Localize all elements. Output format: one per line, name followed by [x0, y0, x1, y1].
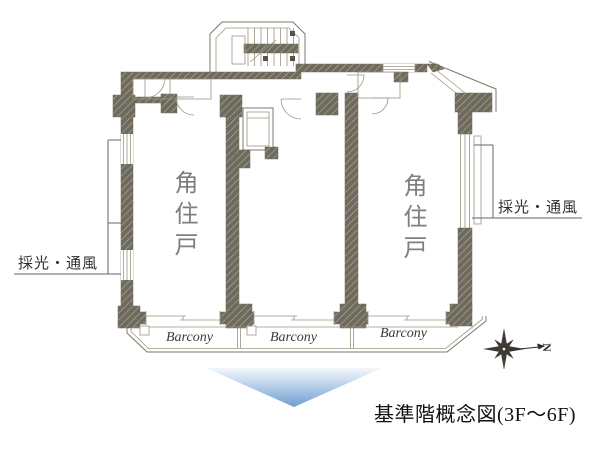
daylight-label-left: 採光・通風 — [18, 256, 99, 272]
compass-north-label: N — [539, 343, 554, 352]
balcony-label-2: Barcony — [270, 330, 317, 345]
stairwell — [209, 21, 306, 72]
left-unit-label: 角住戸 — [170, 170, 196, 263]
door-arcs — [144, 74, 389, 120]
outer-walls — [112, 61, 497, 313]
balcony — [126, 316, 487, 353]
daylight-leader-right — [472, 144, 582, 219]
daylight-leader-left — [14, 139, 121, 275]
balcony-label-1: Barcony — [166, 330, 213, 345]
down-arrow-icon — [206, 368, 382, 407]
balcony-label-3: Barcony — [380, 326, 427, 341]
left-window — [121, 134, 133, 280]
slider-window — [253, 311, 335, 325]
compass-icon — [483, 328, 545, 370]
slider-window — [145, 311, 221, 325]
elevator — [234, 107, 279, 169]
bottom-wall — [117, 303, 473, 329]
slider-window — [367, 311, 447, 325]
right-unit-label: 角住戸 — [399, 173, 425, 266]
daylight-label-right: 採光・通風 — [498, 200, 579, 216]
interior-walls — [132, 71, 409, 307]
caption-text: 基準階概念図(3F〜6F) — [374, 404, 577, 426]
right-window — [460, 134, 482, 228]
